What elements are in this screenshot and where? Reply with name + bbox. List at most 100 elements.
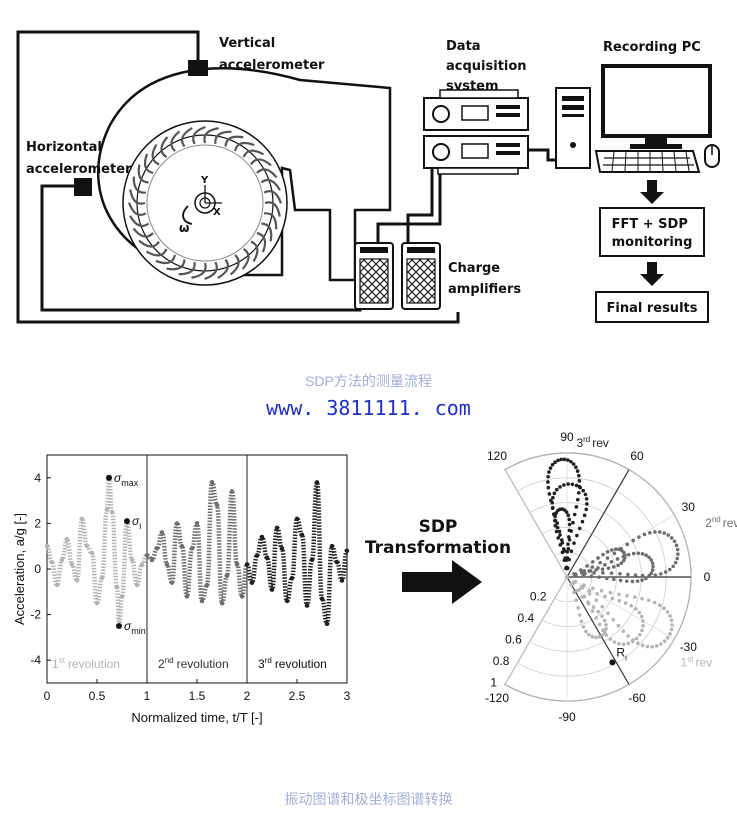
transformation-line2: Transformation — [365, 538, 511, 558]
impeller-blade — [155, 254, 177, 265]
polar-point — [676, 552, 680, 556]
polar-point — [606, 566, 611, 570]
polar-point — [555, 487, 559, 492]
acceleration-point — [274, 525, 280, 531]
polar-point — [556, 458, 560, 463]
acceleration-point — [154, 546, 160, 551]
polar-point — [601, 571, 605, 575]
polar-point — [640, 573, 645, 578]
polar-point — [567, 535, 571, 539]
horizontal-accelerometer-label: Horizontal accelerometer — [26, 140, 132, 177]
impeller-blade — [191, 262, 207, 279]
polar-spoke — [504, 576, 568, 685]
polar-point — [594, 568, 598, 572]
impeller-blade — [143, 153, 154, 175]
polar-radius-label: 0.4 — [518, 611, 535, 625]
polar-point — [575, 497, 580, 502]
polar-point — [601, 552, 605, 557]
annotation-label: σmax — [114, 471, 139, 488]
polar-point — [550, 500, 555, 505]
horizontal-accelerometer-icon — [74, 178, 92, 196]
x-tick-label: 1 — [144, 689, 151, 703]
acceleration-point — [119, 594, 125, 599]
polar-point — [612, 577, 616, 582]
acceleration-point — [189, 546, 195, 551]
polar-point — [577, 526, 582, 531]
acceleration-point — [44, 544, 50, 549]
impeller-blade — [256, 231, 267, 253]
polar-point — [587, 569, 591, 573]
acceleration-point — [129, 557, 135, 563]
polar-point — [564, 558, 569, 562]
impeller-blade — [250, 158, 272, 167]
impeller-blade — [178, 261, 196, 276]
polar-point — [594, 598, 599, 602]
polar-point — [604, 576, 609, 581]
acceleration-point — [279, 546, 285, 551]
impeller-blade — [127, 202, 147, 216]
polar-spoke — [504, 469, 568, 578]
polar-spoke — [566, 576, 675, 640]
acceleration-point — [164, 562, 170, 567]
impeller-blade — [224, 135, 244, 147]
y-tick-label: 0 — [34, 562, 41, 576]
polar-angle-label: 30 — [682, 500, 696, 514]
polar-point — [587, 632, 591, 637]
polar-point — [630, 639, 635, 644]
acceleration-point — [144, 553, 150, 558]
acceleration-point — [299, 532, 305, 537]
y-tick-label: -2 — [30, 608, 41, 622]
polar-point — [579, 570, 584, 575]
polar-point — [575, 469, 580, 473]
polar-point — [574, 505, 579, 509]
polar-point — [598, 560, 602, 565]
polar-point — [599, 588, 604, 593]
polar-point — [626, 552, 631, 557]
polar-point — [610, 548, 614, 552]
polar-point — [619, 561, 624, 565]
polar-point — [640, 596, 644, 601]
polar-point — [662, 639, 667, 644]
polar-point — [645, 644, 650, 649]
x-axis-label: Normalized time, t/T [-] — [131, 710, 262, 725]
acceleration-point — [254, 553, 260, 558]
polar-point — [579, 619, 584, 624]
polar-angle-label: 60 — [630, 449, 644, 463]
polar-point — [648, 530, 652, 535]
polar-point — [621, 629, 626, 633]
polar-point — [617, 592, 621, 597]
acceleration-point — [109, 509, 115, 515]
acceleration-point — [224, 573, 230, 579]
polar-point — [640, 578, 644, 582]
polar-point — [604, 622, 608, 627]
acceleration-point — [309, 557, 315, 563]
acceleration-point — [84, 544, 90, 549]
polar-point — [560, 538, 564, 542]
caption-measurement-flow: SDP方法的测量流程 — [305, 373, 432, 389]
annotation-marker — [106, 474, 112, 481]
polar-point — [572, 541, 576, 545]
polar-point — [670, 623, 674, 627]
acceleration-point — [264, 555, 270, 560]
polar-point — [574, 465, 578, 470]
acceleration-point — [59, 557, 65, 563]
polar-point — [675, 547, 680, 552]
polar-point — [576, 606, 580, 610]
impeller-blade — [241, 248, 250, 270]
polar-point — [550, 462, 555, 467]
polar-point — [587, 588, 592, 593]
acceleration-point — [214, 502, 220, 508]
polar-point — [630, 579, 635, 584]
polar-radius-label: 0.8 — [493, 654, 510, 668]
transformation-line1: SDP — [419, 517, 458, 537]
x-tick-label: 1.5 — [189, 689, 206, 703]
impeller-blade — [261, 222, 273, 242]
acceleration-point — [314, 480, 320, 485]
polar-point — [626, 572, 630, 577]
polar-point — [558, 485, 562, 489]
acceleration-point — [269, 587, 275, 592]
acceleration-point — [54, 582, 60, 588]
polar-point — [657, 530, 662, 534]
polar-ring — [504, 452, 692, 702]
